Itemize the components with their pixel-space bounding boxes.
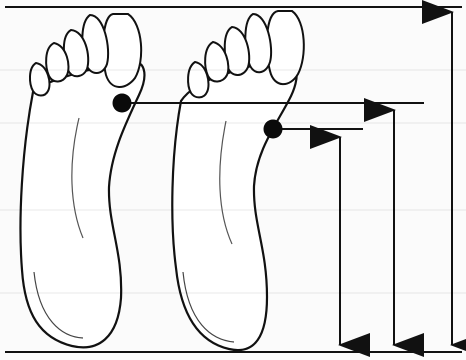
fifth-metatarsal-point	[264, 120, 283, 139]
first-metatarsal-point	[113, 94, 132, 113]
right-toe-1	[267, 11, 304, 84]
left-footprint	[20, 14, 144, 347]
right-footprint	[172, 11, 304, 350]
